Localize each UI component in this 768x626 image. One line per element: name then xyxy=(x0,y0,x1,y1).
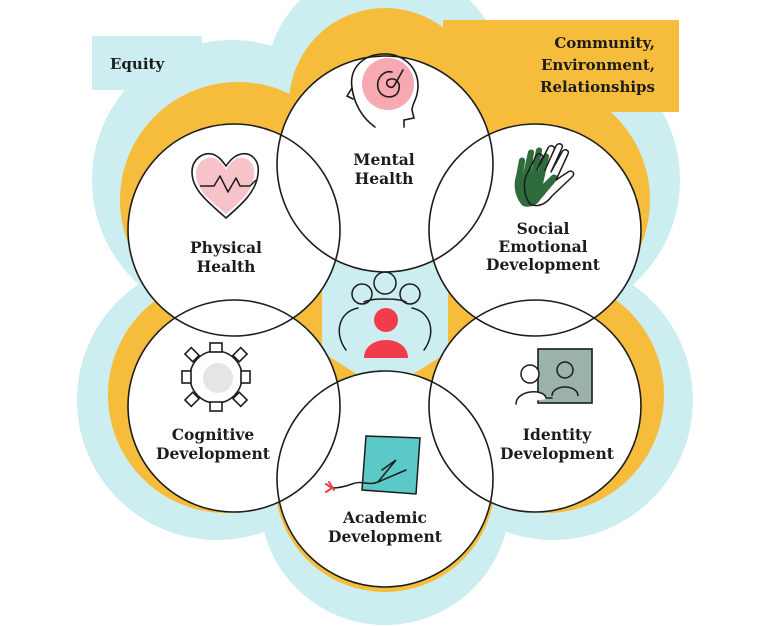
community-label-line-2: Environment, xyxy=(541,56,655,74)
label-social-line-3: Development xyxy=(486,255,601,274)
label-physical-line-2: Health xyxy=(197,257,256,276)
label-cognitive-line-2: Development xyxy=(156,444,271,463)
domain-circles xyxy=(128,56,641,587)
label-mental-line-2: Health xyxy=(355,169,414,188)
label-academic-line-1: Academic xyxy=(342,508,427,527)
person-with-portrait-icon xyxy=(515,348,593,405)
label-physical-line-1: Physical xyxy=(190,238,262,257)
label-identity-line-2: Development xyxy=(500,444,615,463)
label-social-line-2: Emotional xyxy=(498,237,587,256)
domain-circle-outlines xyxy=(127,55,642,588)
community-tag xyxy=(443,20,679,112)
equity-label: Equity xyxy=(110,55,165,73)
two-hands-icon xyxy=(514,143,575,207)
group-of-people-icon xyxy=(338,271,432,358)
label-cognitive-line-1: Cognitive xyxy=(172,425,255,444)
paper-and-pen-icon xyxy=(325,435,421,495)
community-label-line-3: Relationships xyxy=(540,78,655,96)
label-identity-line-1: Identity xyxy=(523,425,592,444)
label-social-line-1: Social xyxy=(517,219,570,238)
circle-cognitive xyxy=(128,300,340,512)
community-label-line-1: Community, xyxy=(554,34,655,52)
gear-icon xyxy=(181,342,251,412)
head-with-swirl-icon xyxy=(345,53,419,128)
circle-social xyxy=(429,124,641,336)
label-academic-line-2: Development xyxy=(328,527,443,546)
label-mental-line-1: Mental xyxy=(353,150,414,169)
equity-tag xyxy=(92,36,202,90)
circle-physical xyxy=(128,124,340,336)
heart-with-heartbeat-icon xyxy=(191,152,260,220)
